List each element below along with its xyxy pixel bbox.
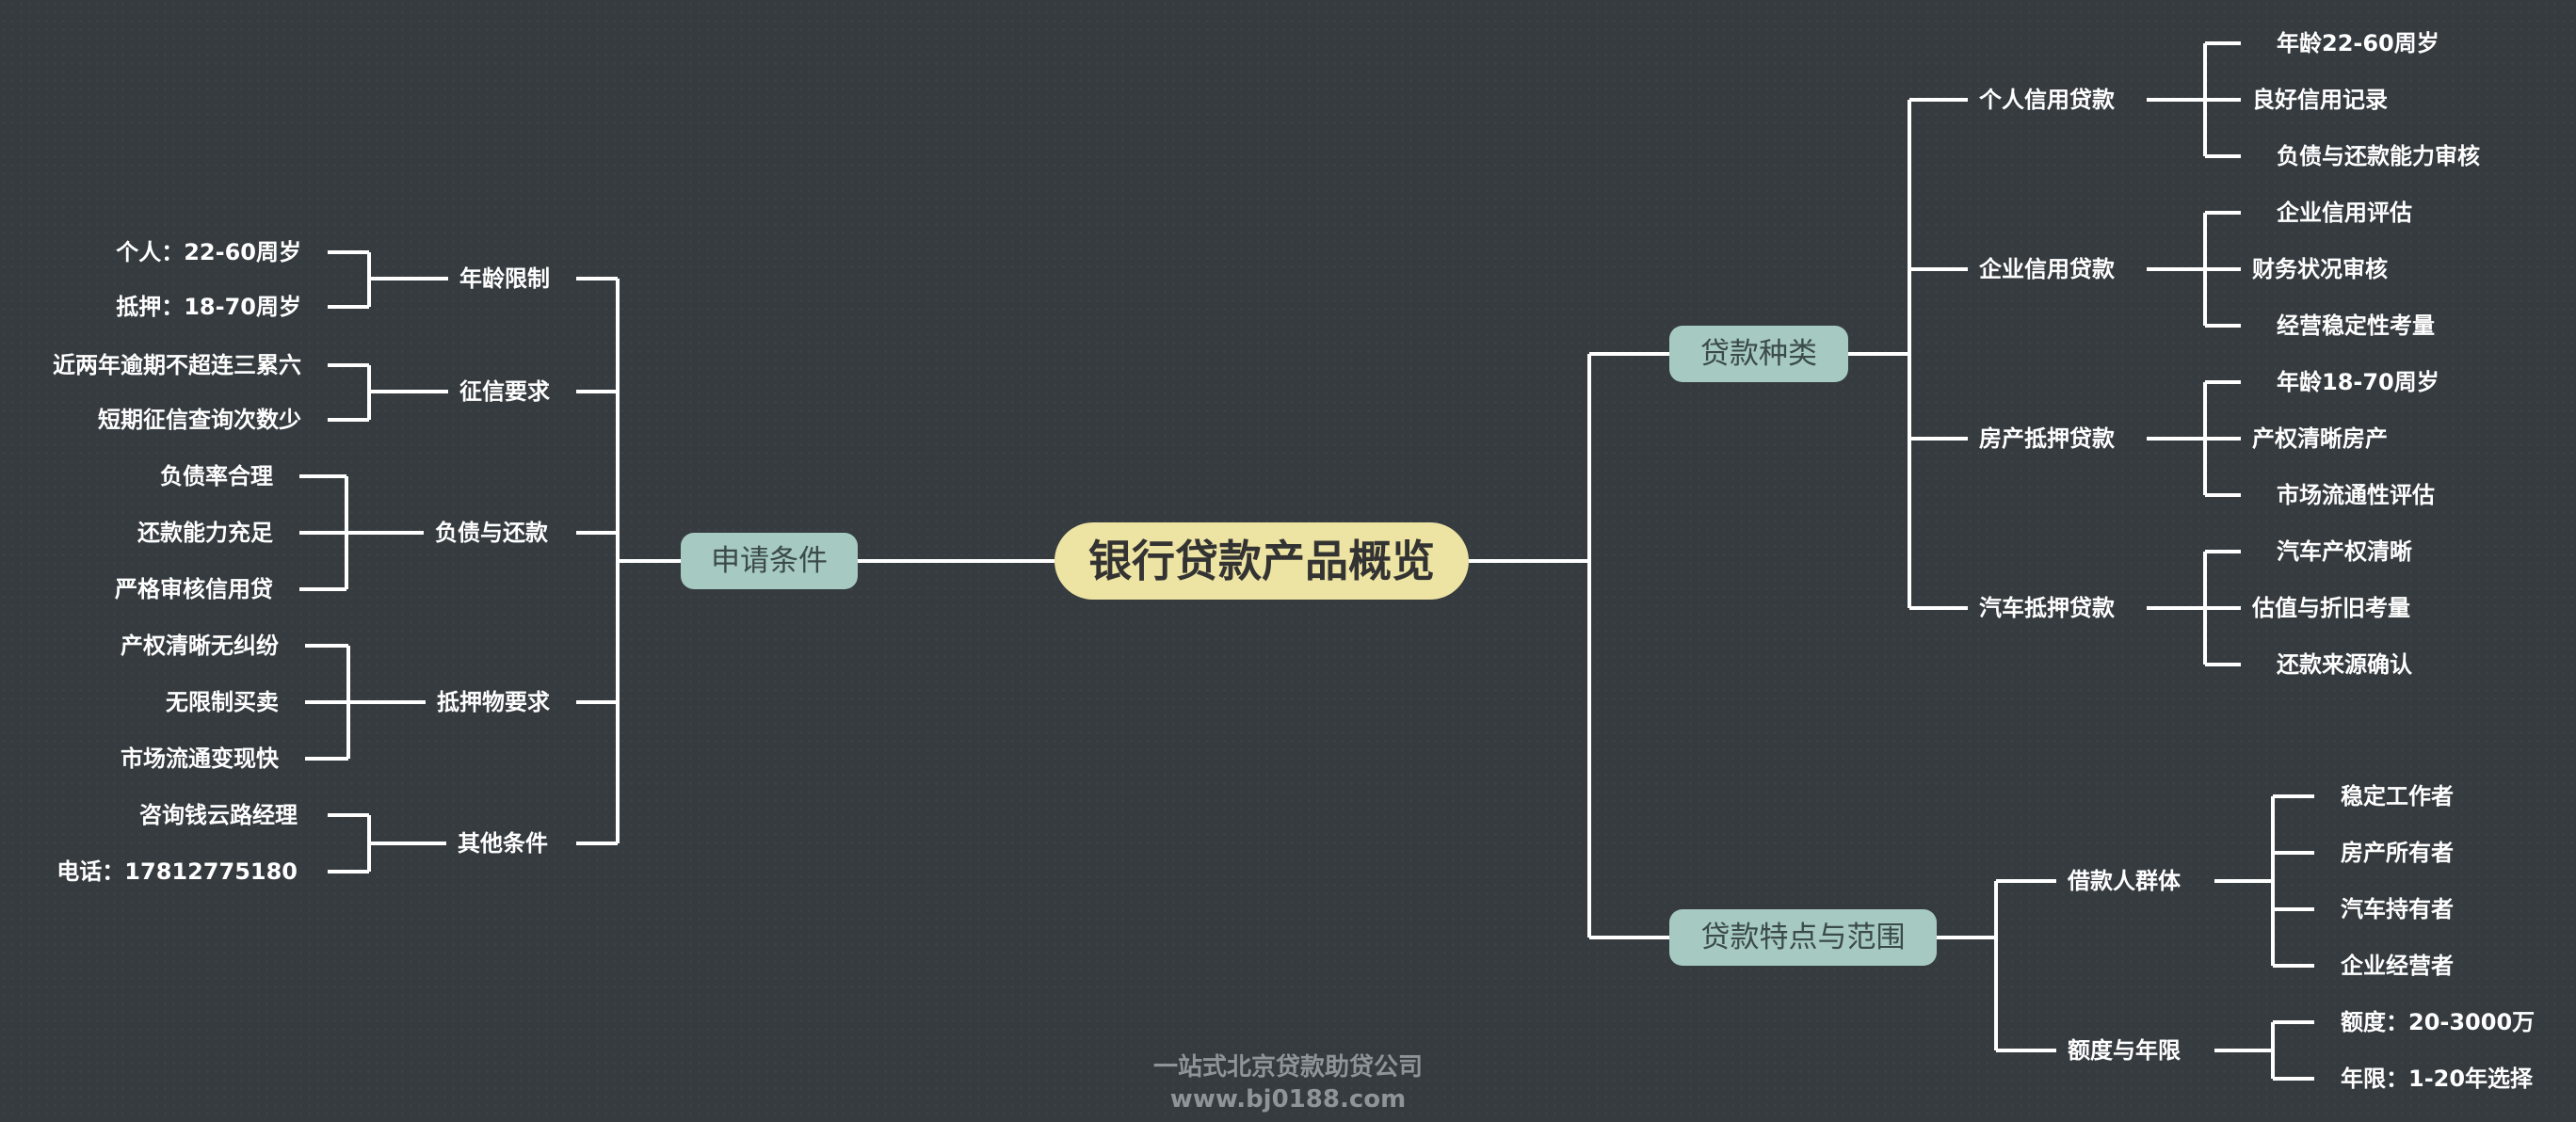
group-age-limit: 年龄限制 <box>459 265 550 292</box>
leaf-item: 个人：22-60周岁 <box>116 239 301 265</box>
leaf-item: 估值与折旧考量 <box>2252 595 2410 621</box>
branch-loan-types: 贷款种类 <box>1669 326 1848 382</box>
leaf-item: 稳定工作者 <box>2341 783 2454 809</box>
leaf-item: 经营稳定性考量 <box>2277 313 2435 339</box>
root-node: 银行贷款产品概览 <box>1055 522 1469 600</box>
leaf-item: 汽车持有者 <box>2341 896 2454 922</box>
leaf-item: 严格审核信用贷 <box>115 576 273 602</box>
footer-website: www.bj0188.com <box>1169 1085 1407 1114</box>
leaf-item: 还款来源确认 <box>2277 651 2412 678</box>
leaf-item: 汽车产权清晰 <box>2277 538 2412 565</box>
leaf-item: 企业经营者 <box>2341 953 2454 979</box>
leaf-item: 财务状况审核 <box>2252 256 2388 282</box>
leaf-item: 房产所有者 <box>2341 840 2454 866</box>
group-credit-requirement: 征信要求 <box>459 378 550 405</box>
group-borrower-groups: 借款人群体 <box>2068 868 2181 894</box>
group-collateral-requirement: 抵押物要求 <box>437 689 550 715</box>
group-debt-repayment: 负债与还款 <box>435 520 548 546</box>
leaf-item: 抵押：18-70周岁 <box>116 294 301 320</box>
leaf-item: 负债与还款能力审核 <box>2277 143 2480 169</box>
footer-company-name: 一站式北京贷款助贷公司 <box>1152 1053 1423 1082</box>
leaf-item: 短期征信查询次数少 <box>98 407 301 433</box>
group-enterprise-credit-loan: 企业信用贷款 <box>1979 256 2115 282</box>
leaf-item: 还款能力充足 <box>137 520 273 546</box>
leaf-item: 产权清晰房产 <box>2252 425 2388 452</box>
leaf-item: 近两年逾期不超连三累六 <box>53 352 301 378</box>
leaf-item: 无限制买卖 <box>166 689 279 715</box>
leaf-item: 额度：20-3000万 <box>2341 1009 2536 1035</box>
leaf-item: 年龄18-70周岁 <box>2277 369 2439 395</box>
group-property-mortgage-loan: 房产抵押贷款 <box>1979 425 2115 452</box>
group-other-conditions: 其他条件 <box>458 830 548 857</box>
branch-loan-features-scope: 贷款特点与范围 <box>1669 909 1937 966</box>
branch-application-conditions: 申请条件 <box>681 533 858 589</box>
leaf-item: 咨询钱云路经理 <box>139 802 298 828</box>
group-amount-term: 额度与年限 <box>2068 1037 2181 1064</box>
group-personal-credit-loan: 个人信用贷款 <box>1979 87 2115 113</box>
leaf-item: 企业信用评估 <box>2277 200 2412 226</box>
leaf-item: 电话：17812775180 <box>56 858 298 885</box>
group-car-mortgage-loan: 汽车抵押贷款 <box>1979 595 2115 621</box>
leaf-item: 年限：1-20年选择 <box>2341 1066 2534 1092</box>
leaf-item: 产权清晰无纠纷 <box>121 633 279 659</box>
leaf-item: 年龄22-60周岁 <box>2277 30 2439 56</box>
leaf-item: 负债率合理 <box>160 463 273 489</box>
leaf-item: 市场流通性评估 <box>2277 482 2435 508</box>
leaf-item: 市场流通变现快 <box>121 745 279 772</box>
leaf-item: 良好信用记录 <box>2252 87 2388 113</box>
